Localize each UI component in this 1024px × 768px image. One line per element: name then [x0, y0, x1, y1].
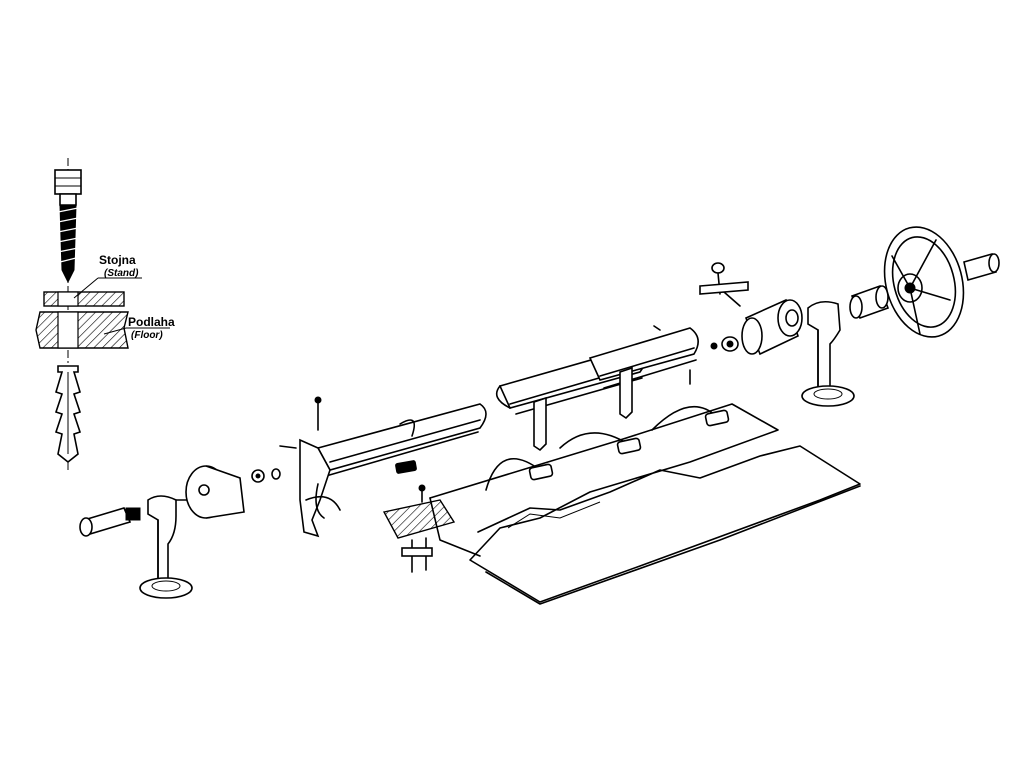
floor-label: Podlaha	[128, 315, 175, 329]
cover-straps	[395, 405, 730, 491]
hand-wheel-icon	[883, 226, 1000, 338]
left-end-cap	[185, 465, 281, 519]
small-screws	[279, 291, 741, 449]
floor-block	[35, 311, 129, 349]
stand-label-en: (Stand)	[104, 268, 139, 279]
cover-clamp-plate	[382, 484, 456, 573]
wall-plug-icon	[54, 365, 82, 464]
stand-plate	[43, 291, 125, 307]
roller-tube	[299, 327, 699, 538]
floor-label-en: (Floor)	[131, 330, 163, 341]
right-stand	[801, 300, 855, 407]
locking-pin	[699, 262, 749, 295]
coupling-sleeve	[849, 284, 890, 320]
lag-screw-icon	[54, 169, 82, 284]
mounting-detail: Stojna (Stand) Podlaha (Floor)	[35, 158, 175, 470]
stand-label: Stojna	[99, 253, 136, 267]
pool-cover-sheet	[429, 403, 861, 605]
left-stand	[79, 495, 197, 599]
right-end-cap	[710, 298, 803, 356]
